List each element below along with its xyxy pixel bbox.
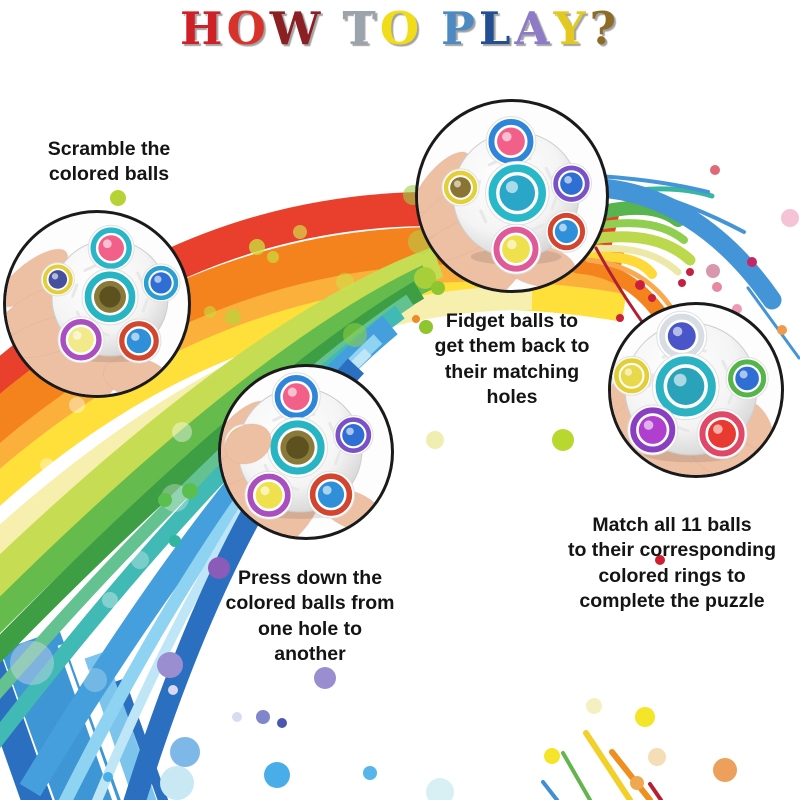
ball-hole [81,268,139,326]
rainbow-puzzle-ball [611,310,769,463]
ball-hole [627,404,679,456]
ball-hole [271,372,321,422]
ball-hole [485,116,537,167]
ball-hole [441,168,480,207]
step-match-text: Match all 11 balls to their correspondin… [567,514,776,613]
title-letter: T [342,2,380,55]
title-letter: P [441,2,479,55]
step-press-text: Press down the colored balls from one ho… [225,567,395,666]
title-letter: A [514,2,554,55]
step-scramble-text: Scramble the colored balls [47,138,171,186]
photo-match-ball [608,302,784,478]
ball-hole [611,355,652,396]
title-letter: L [478,2,515,55]
ball-hole [651,352,720,421]
ball-hole [545,210,588,253]
ball-hole [87,224,135,272]
ball-hole [116,318,162,364]
title-letter: W [269,2,325,55]
thumb-over-ball [224,423,272,465]
title-letter: ? [589,2,620,55]
ball-hole [141,263,181,303]
ball-hole [307,470,355,519]
photo-press-ball [218,364,394,540]
rainbow-puzzle-ball [40,224,181,364]
ball-hole [485,160,550,226]
title-letter: O [226,2,270,55]
photo-fidget-ball [415,99,609,293]
ball-hole [244,470,294,520]
photo-scramble-ball [3,210,191,398]
ball-hole [40,262,75,297]
ball-hole [267,417,328,478]
title-letter: O [379,2,424,55]
title-letter: Y [553,2,590,55]
ball-hole [550,163,593,205]
step-fidget-text: Fidget balls to get them back to their m… [434,310,590,409]
ball-hole [696,408,748,460]
rainbow-puzzle-ball [224,372,374,520]
title-letter: H [180,2,227,55]
ball-hole [333,414,374,456]
ball-hole [725,356,769,401]
rainbow-puzzle-ball [441,116,593,275]
ball-hole [57,316,105,364]
ball-hole [490,223,542,275]
